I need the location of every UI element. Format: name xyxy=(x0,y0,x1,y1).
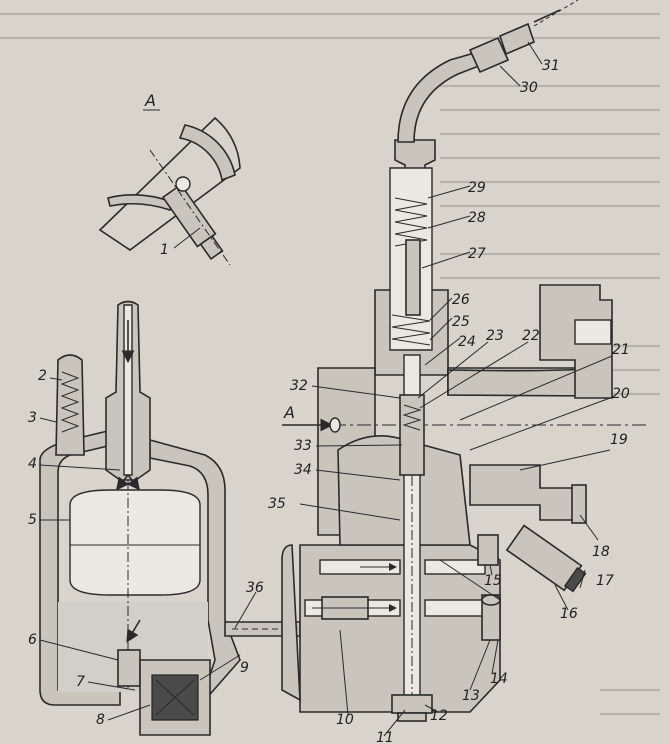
callout-26: 26 xyxy=(452,292,470,308)
callout-11: 11 xyxy=(376,730,394,744)
callout-18: 18 xyxy=(592,544,610,560)
callout-17: 17 xyxy=(596,573,614,589)
callout-22: 22 xyxy=(522,328,540,344)
callout-34: 34 xyxy=(294,462,312,478)
callout-1: 1 xyxy=(160,242,169,258)
callout-33: 33 xyxy=(294,438,312,454)
callout-9: 9 xyxy=(240,660,249,676)
view-a-label: A xyxy=(144,91,156,110)
callout-27: 27 xyxy=(468,246,486,262)
callout-20: 20 xyxy=(612,386,630,402)
callout-30: 30 xyxy=(520,80,538,96)
callout-5: 5 xyxy=(28,512,37,528)
callout-8: 8 xyxy=(96,712,105,728)
callout-23: 23 xyxy=(486,328,504,344)
callout-14: 14 xyxy=(490,671,508,687)
callout-25: 25 xyxy=(452,314,470,330)
callout-6: 6 xyxy=(28,632,37,648)
view-a-detail xyxy=(98,116,241,266)
callout-24: 24 xyxy=(458,334,476,350)
leader-lines xyxy=(39,41,613,737)
section-arrow-label: A xyxy=(283,403,295,422)
callout-2: 2 xyxy=(38,368,47,384)
float-chamber xyxy=(39,300,301,736)
callout-32: 32 xyxy=(290,378,308,394)
callout-29: 29 xyxy=(468,180,486,196)
callout-13: 13 xyxy=(462,688,480,704)
callout-7: 7 xyxy=(76,674,85,690)
callout-21: 21 xyxy=(612,342,630,358)
callout-36: 36 xyxy=(246,580,264,596)
callout-16: 16 xyxy=(560,606,578,622)
callout-4: 4 xyxy=(28,456,37,472)
callout-10: 10 xyxy=(336,712,354,728)
callout-12: 12 xyxy=(430,708,448,724)
callout-labels: A A 1 2 3 4 5 6 7 8 9 10 11 12 13 14 15 … xyxy=(28,58,630,744)
callout-35: 35 xyxy=(268,496,286,512)
callout-15: 15 xyxy=(484,573,502,589)
callout-28: 28 xyxy=(468,210,486,226)
callout-19: 19 xyxy=(610,432,628,448)
carburetor-body xyxy=(281,0,650,722)
callout-3: 3 xyxy=(28,410,37,426)
callout-31: 31 xyxy=(542,58,560,74)
